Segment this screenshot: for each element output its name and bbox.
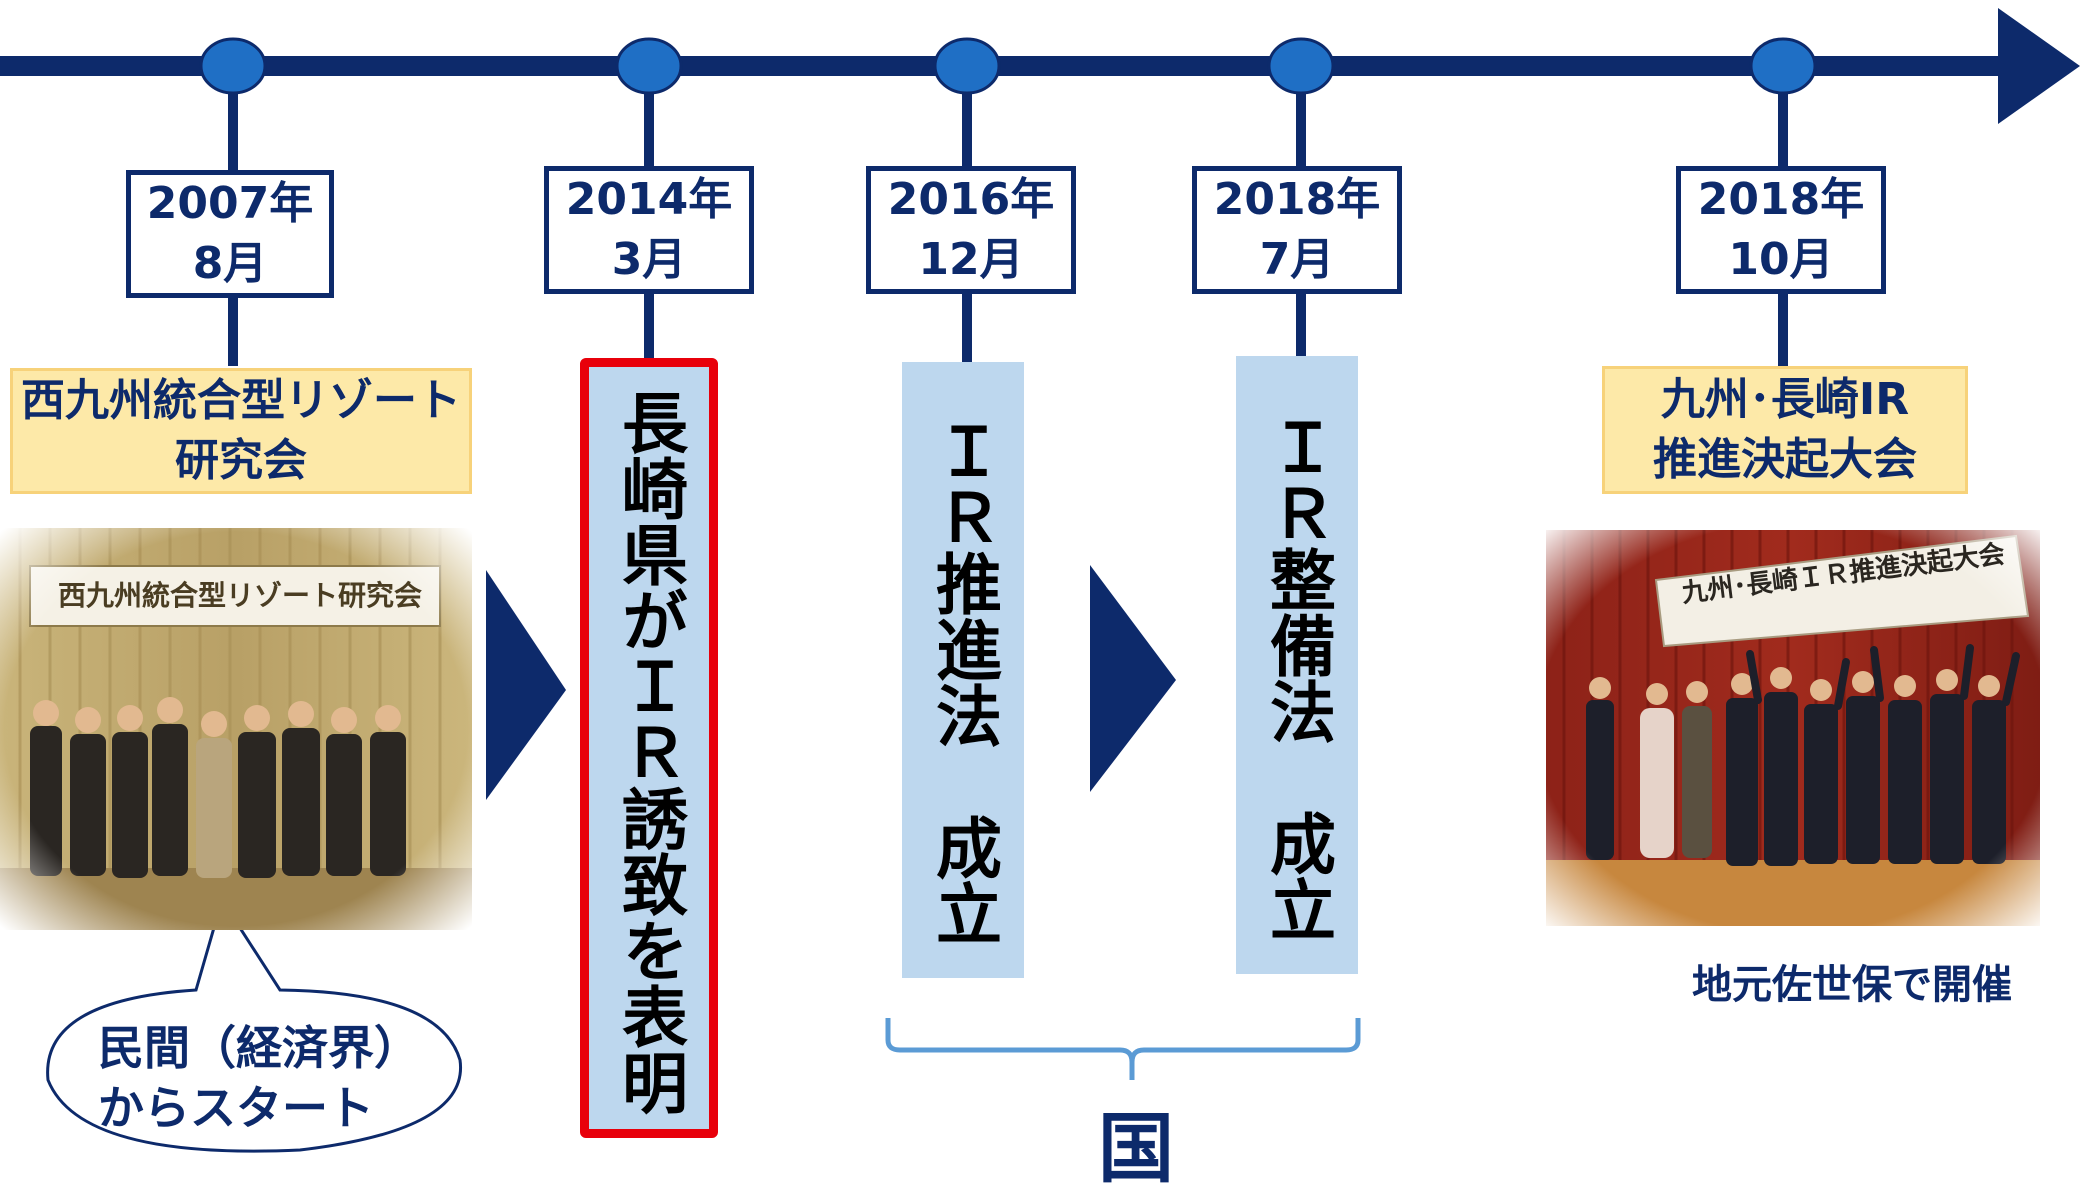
study-group-photo-art bbox=[0, 528, 472, 930]
ir-promotion-act-box: ＩＲ推進法 成立 bbox=[902, 362, 1024, 978]
rally-label: 九州･長崎IR 推進決起大会 bbox=[1602, 366, 1968, 494]
nagasaki-declaration-text: 長崎県がＩＲ誘致を表明 bbox=[611, 389, 688, 1115]
speech-bubble-line1: 民間（経済界） bbox=[98, 1021, 420, 1075]
axis-line bbox=[0, 56, 2010, 76]
ir-promotion-act-text: ＩＲ推進法 成立 bbox=[925, 418, 1002, 946]
node-dot-2007 bbox=[199, 37, 267, 95]
study-group-label: 西九州統合型リゾート 研究会 bbox=[10, 368, 472, 494]
date-year: 2018年 bbox=[1697, 174, 1865, 225]
rally-photo-art bbox=[1546, 530, 2040, 926]
rally-photo: 九州･長崎ＩＲ推進決起大会 bbox=[1546, 530, 2040, 926]
date-box-2018-10: 2018年 10月 bbox=[1676, 166, 1886, 294]
rally-caption: 地元佐世保で開催 bbox=[1692, 962, 2012, 1008]
node-dot-2018-10 bbox=[1749, 37, 1817, 95]
axis-arrowhead bbox=[1998, 8, 2080, 124]
study-group-line2: 研究会 bbox=[175, 435, 307, 486]
national-bracket bbox=[885, 1018, 1361, 1080]
date-year: 2018年 bbox=[1213, 174, 1381, 225]
start-label: START bbox=[96, 0, 361, 8]
ir-development-act-text: ＩＲ整備法 成立 bbox=[1259, 414, 1336, 942]
study-group-photo: 西九州統合型リゾート研究会 bbox=[0, 528, 472, 930]
date-month: 8月 bbox=[192, 238, 268, 289]
national-label: 国 bbox=[1098, 1104, 1174, 1193]
date-year: 2016年 bbox=[887, 174, 1055, 225]
date-box-2018-7: 2018年 7月 bbox=[1192, 166, 1402, 294]
speech-bubble-line2: からスタート bbox=[98, 1081, 374, 1135]
study-group-line1: 西九州統合型リゾート bbox=[21, 375, 461, 426]
date-year: 2007年 bbox=[146, 178, 314, 229]
rally-line1: 九州･長崎IR bbox=[1660, 374, 1910, 425]
date-month: 3月 bbox=[611, 234, 687, 285]
date-box-2007: 2007年 8月 bbox=[126, 170, 334, 298]
study-group-banner-text: 西九州統合型リゾート研究会 bbox=[57, 579, 422, 612]
timeline-nodes bbox=[199, 37, 1817, 95]
chevron-arrow-icon bbox=[486, 570, 566, 800]
date-box-2014: 2014年 3月 bbox=[544, 166, 754, 294]
speech-bubble-shape bbox=[46, 896, 463, 1153]
date-month: 10月 bbox=[1728, 234, 1834, 285]
rally-line2: 推進決起大会 bbox=[1653, 434, 1917, 485]
speech-bubble-text: 民間（経済界） からスタート bbox=[98, 1018, 420, 1138]
date-month: 12月 bbox=[918, 234, 1024, 285]
date-year: 2014年 bbox=[565, 174, 733, 225]
node-dot-2016-12 bbox=[933, 37, 1001, 95]
node-dot-2014 bbox=[615, 37, 683, 95]
date-box-2016-12: 2016年 12月 bbox=[866, 166, 1076, 294]
node-dot-2018-7 bbox=[1267, 37, 1335, 95]
ir-development-act-box: ＩＲ整備法 成立 bbox=[1236, 356, 1358, 974]
nagasaki-declaration-box: 長崎県がＩＲ誘致を表明 bbox=[580, 358, 718, 1138]
date-month: 7月 bbox=[1259, 234, 1335, 285]
chevron-arrow-icon bbox=[1090, 565, 1176, 792]
